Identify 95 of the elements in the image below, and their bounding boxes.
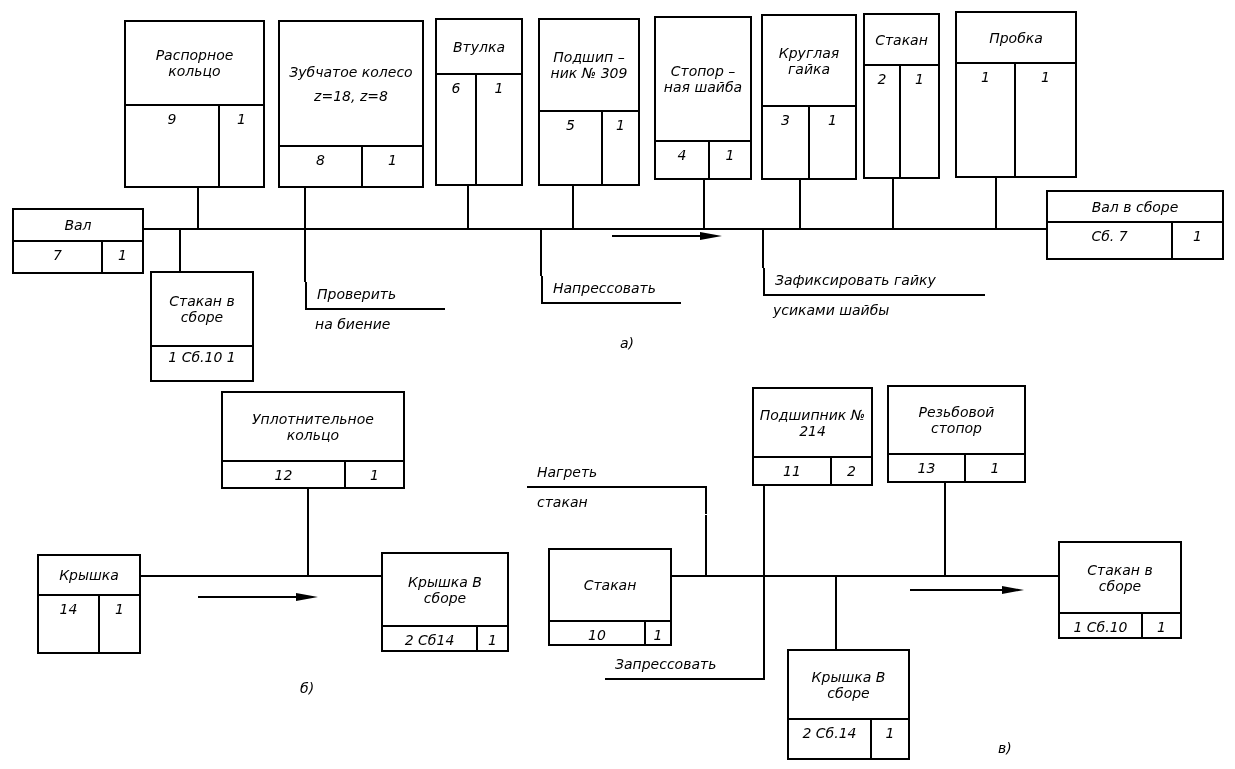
part-name: Стакан — [875, 31, 928, 48]
operation-note: Проверить — [305, 282, 445, 310]
part-name: Крышка — [59, 567, 119, 583]
leader-line — [763, 575, 765, 653]
quantity: 1 — [725, 147, 735, 163]
part-box — [955, 11, 1077, 178]
part-number: 13 — [917, 460, 936, 476]
part-number: 9 — [167, 111, 177, 127]
quantity: 1 — [1041, 69, 1050, 85]
quantity: 1 — [885, 725, 895, 741]
part-number: 12 — [274, 467, 293, 483]
part-box — [538, 18, 640, 186]
part-box — [548, 548, 672, 646]
part-box — [124, 20, 265, 188]
part-name: Втулка — [453, 38, 505, 55]
part-box — [761, 14, 857, 180]
part-number: 6 — [451, 80, 461, 96]
connector-line — [307, 488, 382, 577]
operation-note: усиками шайбы — [771, 301, 891, 320]
part-name: Вал в сборе — [1091, 198, 1179, 215]
connector-line — [995, 177, 1047, 230]
part-number: 7 — [53, 247, 62, 263]
part-name: Распорное кольцо — [154, 47, 235, 79]
part-box — [278, 20, 424, 188]
quantity: 1 — [828, 112, 837, 128]
leader-line — [705, 514, 707, 577]
part-name: Стакан в сборе — [1086, 561, 1154, 594]
assembly-box — [150, 271, 254, 382]
part-number: 1 — [981, 69, 990, 85]
part-box — [654, 16, 752, 180]
part-name: Зубчатое колесо — [289, 63, 413, 80]
part-name: Стакан — [583, 577, 637, 593]
part-number: 5 — [566, 117, 575, 133]
assembly-number: 1 Сб.10 — [1073, 619, 1128, 635]
connector-line — [944, 482, 1059, 577]
part-name: Крышка В сборе — [810, 668, 887, 701]
quantity: 1 — [616, 117, 625, 133]
leader-line — [540, 228, 542, 277]
operation-note: на биение — [314, 315, 392, 334]
assembly-number: 1 Сб.10 1 — [168, 349, 236, 365]
operation-note: Нагреть — [527, 460, 707, 488]
quantity: 1 — [1157, 619, 1166, 635]
figure-label: б) — [300, 680, 315, 696]
part-name: Крышка В сборе — [407, 573, 483, 606]
part-name: Стакан в сборе — [168, 293, 236, 325]
quantity: 1 — [118, 247, 127, 263]
part-box — [435, 18, 523, 186]
quantity: 1 — [990, 460, 1000, 476]
assembly-number: 2 Сб14 — [404, 632, 455, 648]
part-number: 11 — [783, 463, 801, 479]
quantity: 1 — [237, 111, 246, 127]
part-number: 10 — [588, 627, 606, 643]
part-name: Стопор – ная шайба — [662, 63, 744, 95]
quantity: 1 — [488, 632, 497, 648]
part-name: Пробка — [989, 29, 1043, 46]
part-box — [863, 13, 940, 179]
quantity: 1 — [115, 601, 124, 617]
quantity: 1 — [494, 80, 504, 96]
leader-line — [762, 228, 764, 269]
part-name: Подшипник № 214 — [758, 406, 867, 439]
quantity: 1 — [388, 152, 397, 168]
part-number: 4 — [677, 147, 687, 163]
assembly-number: Сб. 7 — [1091, 228, 1128, 244]
quantity: 1 — [915, 71, 924, 87]
quantity: 1 — [653, 627, 663, 643]
operation-note: стакан — [527, 488, 707, 514]
part-name: Круглая гайка — [777, 44, 841, 77]
quantity: 2 — [847, 463, 856, 479]
quantity: 1 — [1193, 228, 1202, 244]
operation-note: Зафиксировать гайку — [763, 268, 985, 296]
part-box — [752, 387, 873, 486]
part-number: 2 — [877, 71, 887, 87]
assembly-box — [1046, 190, 1224, 260]
assembly-box — [381, 552, 509, 652]
part-box — [37, 554, 141, 654]
part-number: 14 — [59, 601, 78, 617]
part-box — [12, 208, 144, 274]
part-name: Подшип – ник № 309 — [549, 49, 629, 81]
part-spec: z=18, z=8 — [314, 87, 388, 104]
quantity: 1 — [370, 467, 379, 483]
part-number: 3 — [781, 112, 790, 128]
assembly-number: 2 Сб.14 — [802, 725, 857, 741]
figure-label: в) — [998, 740, 1012, 756]
part-number: 8 — [316, 152, 325, 168]
part-box — [887, 385, 1026, 483]
part-name: Резьбовой стопор — [917, 404, 996, 436]
operation-note: Запрессовать — [605, 652, 765, 680]
operation-note: Напрессовать — [541, 276, 681, 304]
part-box — [221, 391, 405, 489]
part-name: Вал — [64, 217, 92, 233]
assembly-box — [1058, 541, 1182, 639]
figure-label: а) — [620, 335, 635, 351]
part-name: Уплотнительное кольцо — [251, 410, 375, 443]
leader-line — [304, 228, 306, 283]
assembly-box — [787, 649, 910, 760]
